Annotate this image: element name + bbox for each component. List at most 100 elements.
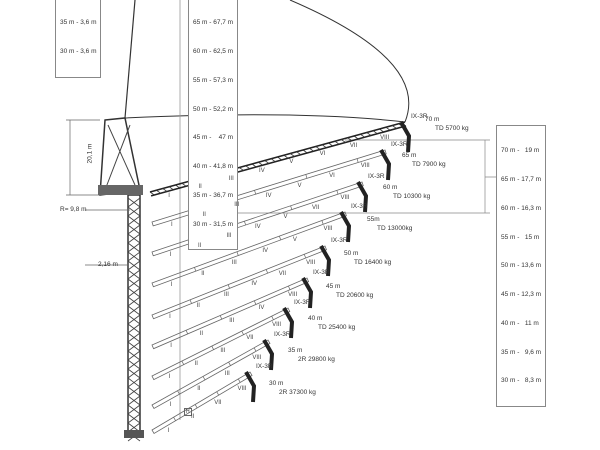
jib-lattice <box>353 135 359 140</box>
jib-section-label: I <box>168 192 170 199</box>
tower-lattice <box>127 377 141 388</box>
jib-section-label: III <box>231 259 237 266</box>
table-row: 35 m - 36,7 m <box>193 191 234 199</box>
jib-lattice <box>360 133 365 138</box>
jib-section-joint <box>237 378 241 383</box>
jib-section-joint <box>303 254 307 259</box>
jib-section-label: II <box>196 303 200 310</box>
jib-section-label: III <box>228 176 234 183</box>
jib-section-label: III <box>229 317 235 324</box>
jib-section-joint <box>194 267 197 272</box>
tower-lattice <box>127 224 141 235</box>
tower-lattice <box>127 404 141 415</box>
jib-section-label: VIII <box>340 195 350 202</box>
jib-section-joint <box>253 300 257 305</box>
tower-lattice <box>127 332 141 343</box>
table-row: 30 m - 31,5 m <box>193 220 234 228</box>
jib-tip-label: IX-3R <box>294 299 311 306</box>
jib-section-joint <box>265 269 268 274</box>
jib-section-label: VIII <box>288 292 298 299</box>
jib-outline <box>151 211 347 288</box>
tower <box>127 194 141 436</box>
jib-section-joint <box>189 299 192 304</box>
jib-section-label: VII <box>312 204 320 211</box>
table-row: 45 m - 47 m <box>193 134 234 142</box>
table-row: 45 m - 12,3 m <box>501 291 542 299</box>
jib-section-joint <box>279 236 282 241</box>
jib-section-label: V <box>283 214 288 221</box>
jib-lattice <box>168 186 174 191</box>
jib-lattice <box>302 149 308 154</box>
jib-section-joint <box>305 174 308 179</box>
jib-section-label: I <box>170 343 172 350</box>
slewing-platform <box>98 185 143 195</box>
jib-section-label: II <box>190 413 195 420</box>
jib-section-label: IV <box>258 305 265 312</box>
jib-lattice <box>315 146 321 150</box>
jib-section-label: II <box>202 212 206 219</box>
jib-load-label: TD 7900 kg <box>412 161 446 168</box>
jib-section-label: IV <box>262 248 268 255</box>
table-row: 70 m - 19 m <box>501 147 540 155</box>
table-row: 40 m - 41,8 m <box>193 163 234 171</box>
jib-section-joint <box>227 284 230 289</box>
height-dimension: 20,1 m <box>86 143 94 164</box>
jib-section-joint <box>271 316 274 320</box>
jib-section-label: I <box>170 221 173 228</box>
jib-tip-label: IX-3R <box>256 363 273 370</box>
jib-load-label: 2R 37300 kg <box>279 389 316 396</box>
jib-section-joint <box>236 251 239 256</box>
jib-section-label: VIII <box>380 134 390 141</box>
height-marker: H <box>184 408 192 416</box>
table-row: 55 m - 15 m <box>501 233 540 241</box>
jib-lattice <box>277 156 282 161</box>
table-row: 30 m - 8,3 m <box>501 377 542 385</box>
jib-lattice <box>366 132 372 136</box>
jib-load-label: TD 10300 kg <box>393 193 431 200</box>
jib-lattice <box>385 126 391 131</box>
jib-tip-head <box>301 277 314 309</box>
jib-lattice <box>296 151 302 156</box>
jib-section-label: VIII <box>272 322 282 329</box>
jib-lattice <box>251 163 257 168</box>
table-row: 35 m - 9,6 m <box>501 348 542 356</box>
jib-section-label: I <box>169 401 172 408</box>
table-row: 50 m - 13,6 m <box>501 262 542 270</box>
jib-section-label: VIII <box>323 225 333 232</box>
tower-lattice <box>127 278 141 289</box>
jib-section-label: II <box>197 386 201 393</box>
tower-lattice <box>127 269 141 280</box>
jib-tip-label: IX-3R <box>411 113 428 120</box>
jib-lattice <box>372 130 378 135</box>
radius-dimension-line <box>85 209 130 266</box>
jib-section-joint <box>185 330 189 335</box>
table-row: 65 m - 17,7 m <box>501 175 542 183</box>
jib-outline <box>151 245 328 320</box>
jib-section-label: VI <box>329 173 335 180</box>
luffing-rope <box>124 0 136 119</box>
jib-length-label: 30 m <box>269 380 284 387</box>
jib-section-label: II <box>198 242 202 249</box>
jib-lattice <box>270 158 276 163</box>
jib-tip-label: IX-3R <box>274 331 291 338</box>
jib-section-label: IV <box>265 192 272 199</box>
jib-section-joint <box>216 391 220 396</box>
jib-load-label: TD 16400 kg <box>354 259 392 266</box>
tower-lattice <box>127 314 141 325</box>
tower-lattice <box>127 296 141 307</box>
jib-section-joint <box>219 315 223 320</box>
tower-lattice <box>127 341 141 352</box>
jib-lattice <box>290 153 295 157</box>
jib-length-label: 65 m <box>402 152 417 159</box>
jib-section-label: II <box>201 270 205 277</box>
tower-base <box>124 430 144 438</box>
jib-section-label: VI <box>319 151 326 158</box>
jib-load-label: TD 5700 kg <box>435 125 469 132</box>
jib-section-label: I <box>168 374 171 381</box>
jib-section-label: VIII <box>360 163 370 170</box>
middle-table: 65 m - 67,7 m 60 m - 62,5 m 55 m - 57,3 … <box>188 0 239 251</box>
jib-section-joint <box>181 360 185 365</box>
tower-lattice <box>127 359 141 370</box>
table-row: 30 m - 3,6 m <box>60 47 97 55</box>
table-row: 40 m - 11 m <box>501 319 539 327</box>
